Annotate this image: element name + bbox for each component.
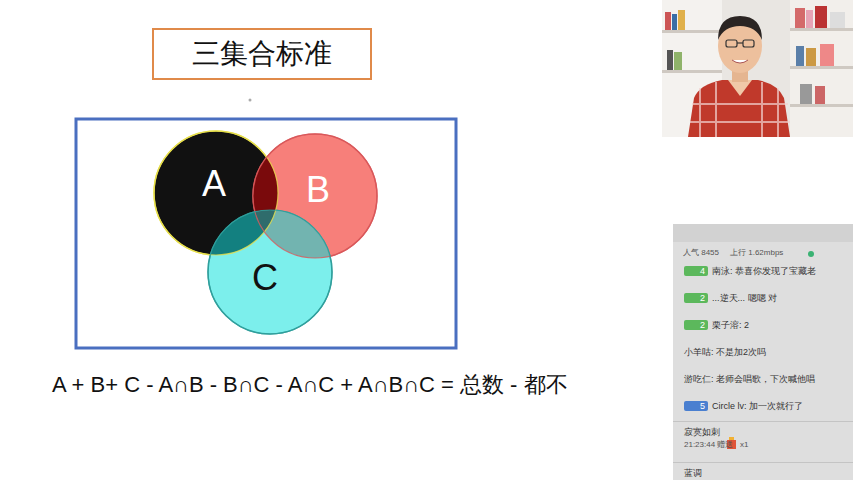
gift-time: 21:23:44 赠送 — [684, 440, 733, 449]
badge-level: 2 — [684, 320, 708, 330]
title-box: 三集合标准 — [152, 28, 372, 80]
chat-line: 栗子溶: 2 — [712, 320, 749, 330]
webcam-picture — [662, 0, 853, 137]
badge-level: 4 — [684, 266, 708, 276]
dot — [249, 99, 252, 102]
gift-count: x1 — [740, 440, 748, 449]
chat-line: 游吃仁: 老师会唱歌，下次喊他唱 — [684, 374, 815, 384]
chat-line: Circle lv: 加一次就行了 — [712, 401, 803, 411]
title-text: 三集合标准 — [192, 35, 332, 73]
chat-panel — [673, 224, 853, 480]
formula: A + B+ C - A∩B - B∩C - A∩C + A∩B∩C = 总数 … — [52, 372, 568, 397]
set-circle: C — [207, 209, 333, 335]
viewer-count: 人气 8455 — [683, 248, 719, 257]
chat-line: 小羊咕: 不是加2次吗 — [684, 347, 766, 357]
upload-rate: 上行 1.62mbps — [730, 248, 783, 257]
set-letter: C — [252, 257, 278, 299]
set-letter: B — [306, 169, 330, 211]
badge-level: 2 — [684, 293, 708, 303]
chat-line: 蓝调 — [684, 468, 702, 478]
set-letter: A — [202, 163, 226, 205]
chat-line: ...逆天... 嗯嗯 对 — [712, 293, 777, 303]
badge-level: 5 — [684, 401, 708, 411]
universe-rect — [76, 119, 456, 348]
gift-user: 寂寞如刺 — [684, 427, 720, 437]
chat-line: 南泳: 恭喜你发现了宝藏老 — [712, 266, 816, 276]
